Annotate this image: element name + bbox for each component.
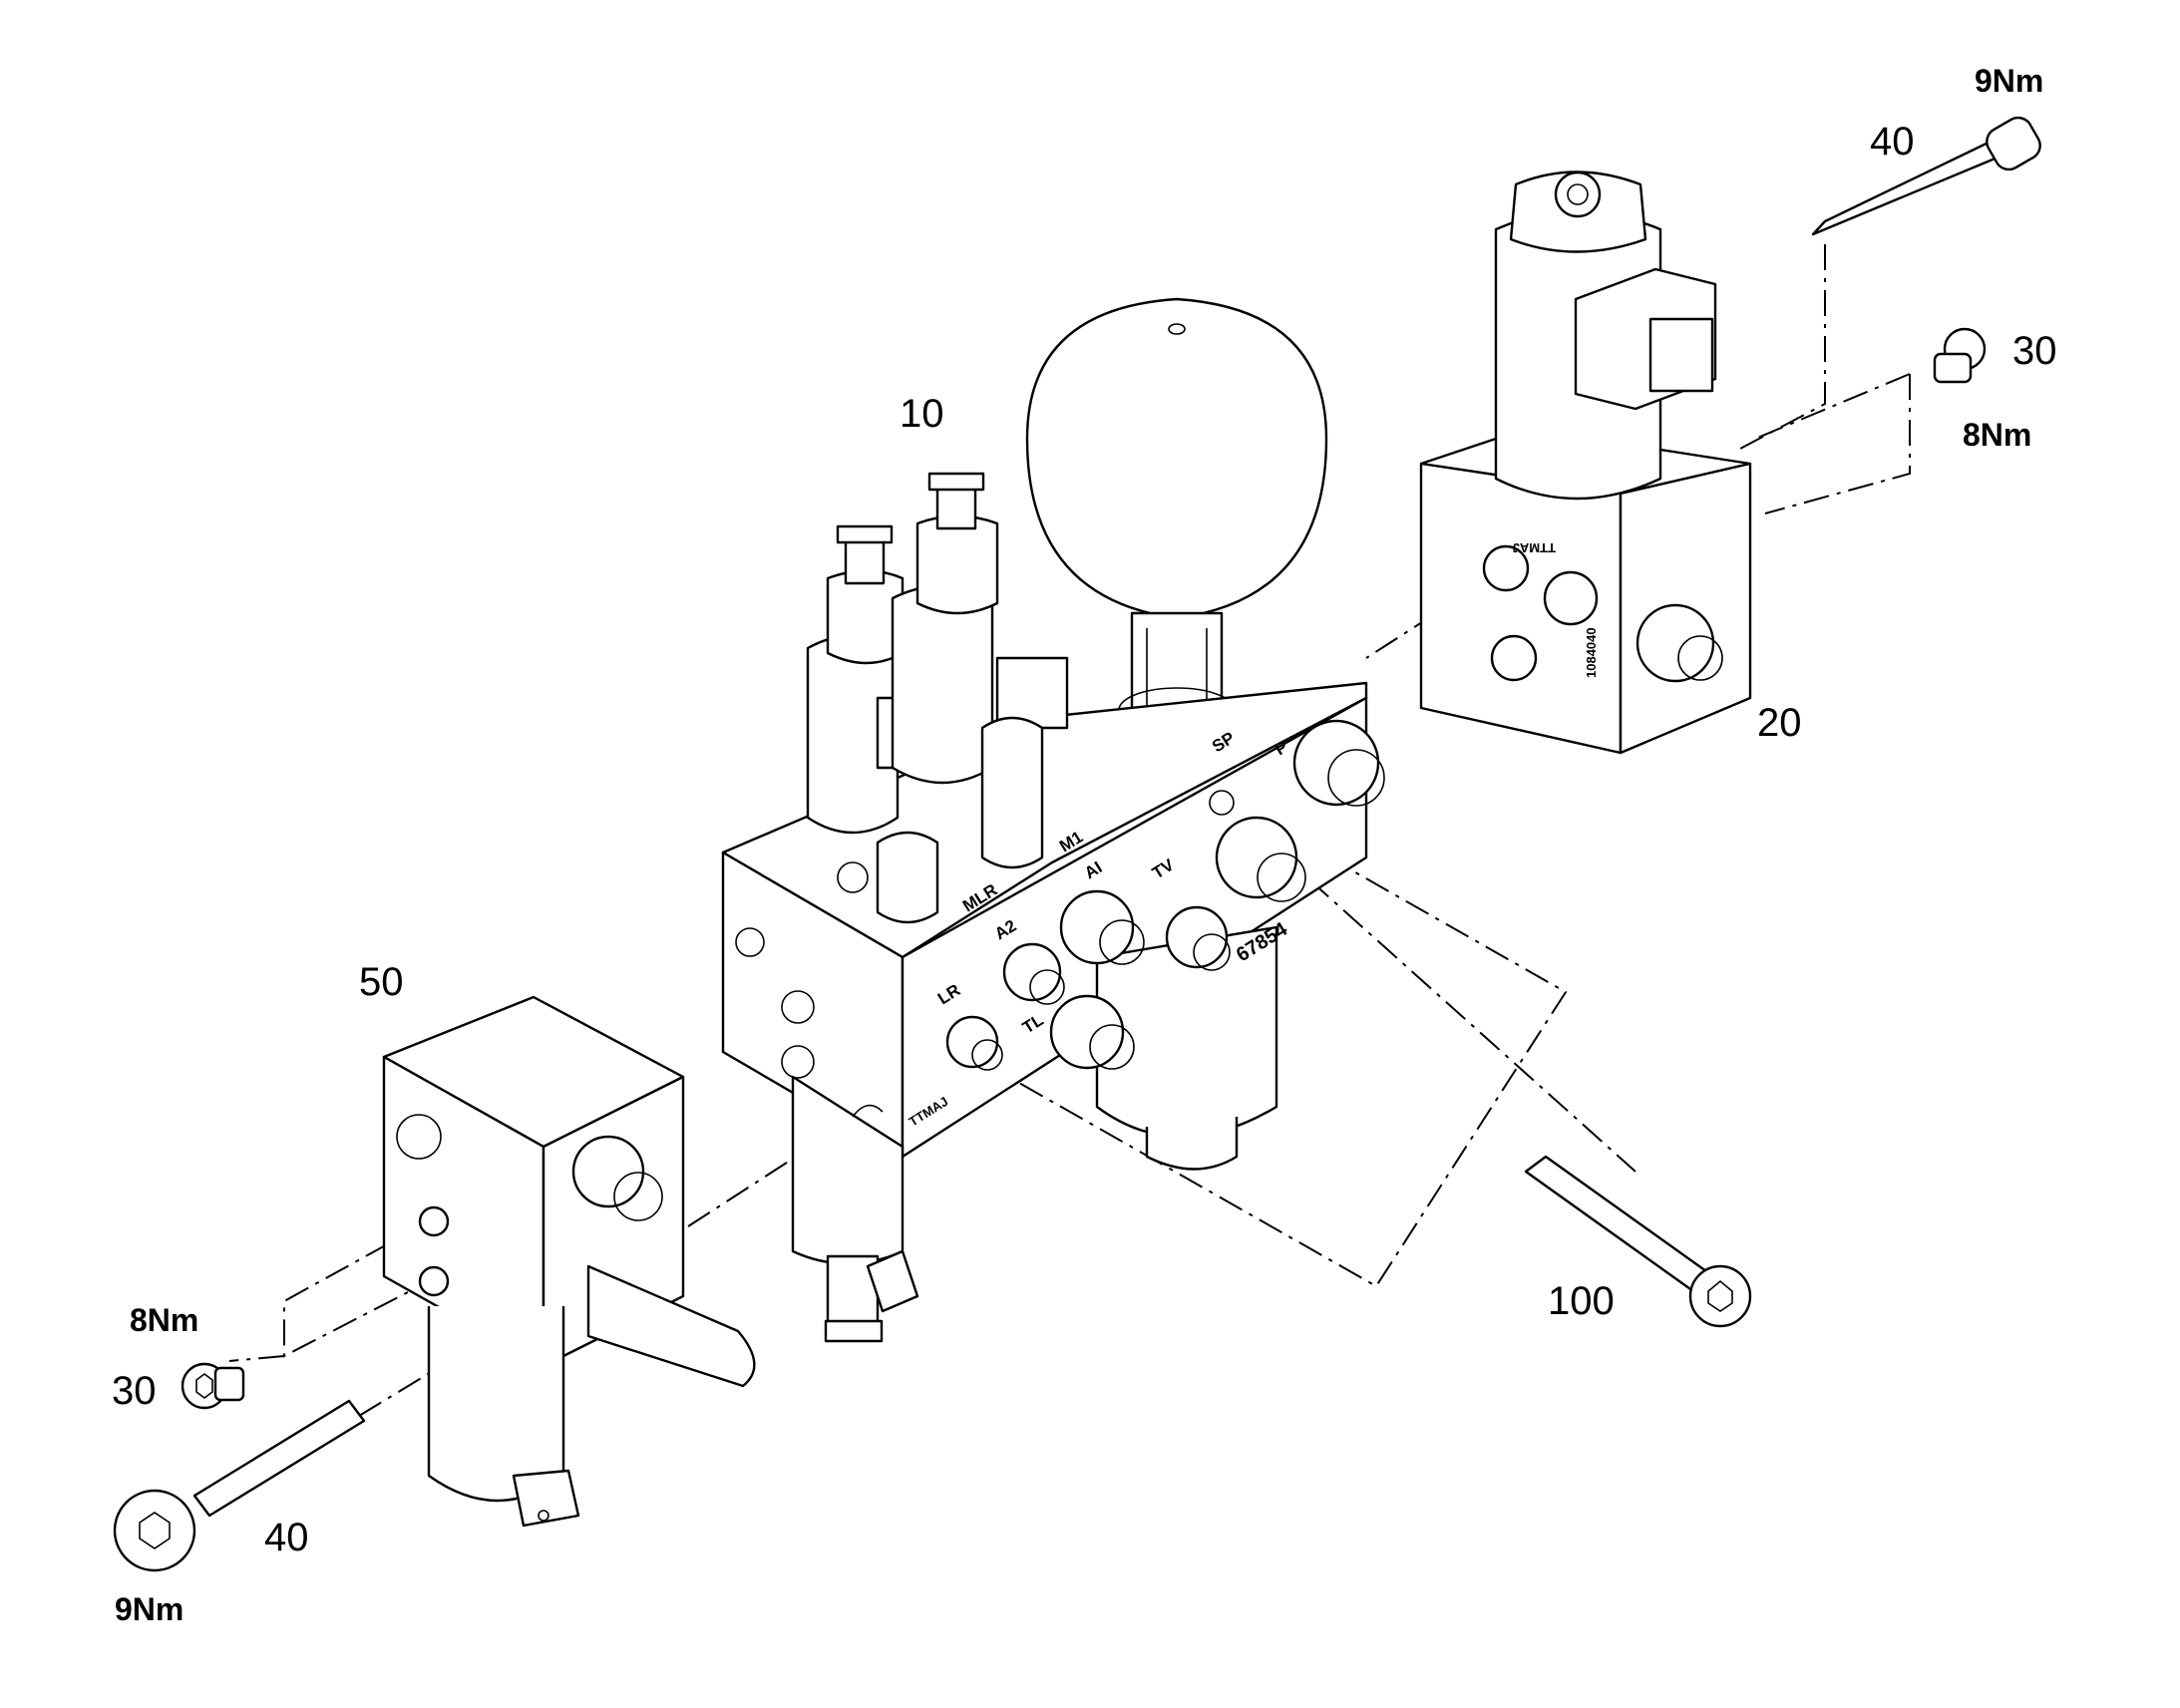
plug-left [181, 1362, 245, 1410]
callout-screw-left: 40 [264, 1516, 309, 1559]
callout-long-screw: 100 [1548, 1279, 1615, 1323]
torque-plug-left: 8Nm [130, 1302, 198, 1338]
callout-labels: 10 20 30 40 50 100 30 40 [112, 120, 2057, 1559]
left-valve [382, 995, 756, 1528]
torque-plug-right: 8Nm [1963, 417, 2031, 453]
right-valve: 1084040 TTMAJ [1419, 171, 1752, 755]
block-side-face [901, 696, 1368, 1159]
solenoid-valve-right [891, 472, 1069, 869]
screw-upper-right [1811, 116, 2041, 236]
accumulator-sphere [1025, 297, 1328, 733]
right-valve-maker-stamp: TTMAJ [1513, 540, 1556, 555]
right-valve-code-stamp: 1084040 [1584, 627, 1599, 678]
callout-plug-right: 30 [2012, 329, 2057, 373]
fitting-group [945, 790, 1306, 1071]
long-screw [1524, 1155, 1752, 1328]
fitting-p [1292, 719, 1385, 807]
callout-right-valve: 20 [1757, 701, 1802, 745]
main-valve-block: SP P M1 MLR AI TV A2 LR TL 67854 TTMAJ [721, 297, 1385, 1343]
callout-left-valve: 50 [359, 960, 404, 1004]
plug-right [1933, 327, 1987, 384]
screw-lower-left [113, 1399, 366, 1572]
callout-plug-left: 30 [112, 1369, 157, 1413]
torque-labels: 9Nm 8Nm 8Nm 9Nm [115, 63, 2043, 1627]
callout-main-block: 10 [900, 392, 944, 436]
torque-screw-right: 9Nm [1975, 63, 2043, 99]
callout-screw-right: 40 [1870, 120, 1915, 164]
torque-screw-left: 9Nm [115, 1591, 183, 1627]
